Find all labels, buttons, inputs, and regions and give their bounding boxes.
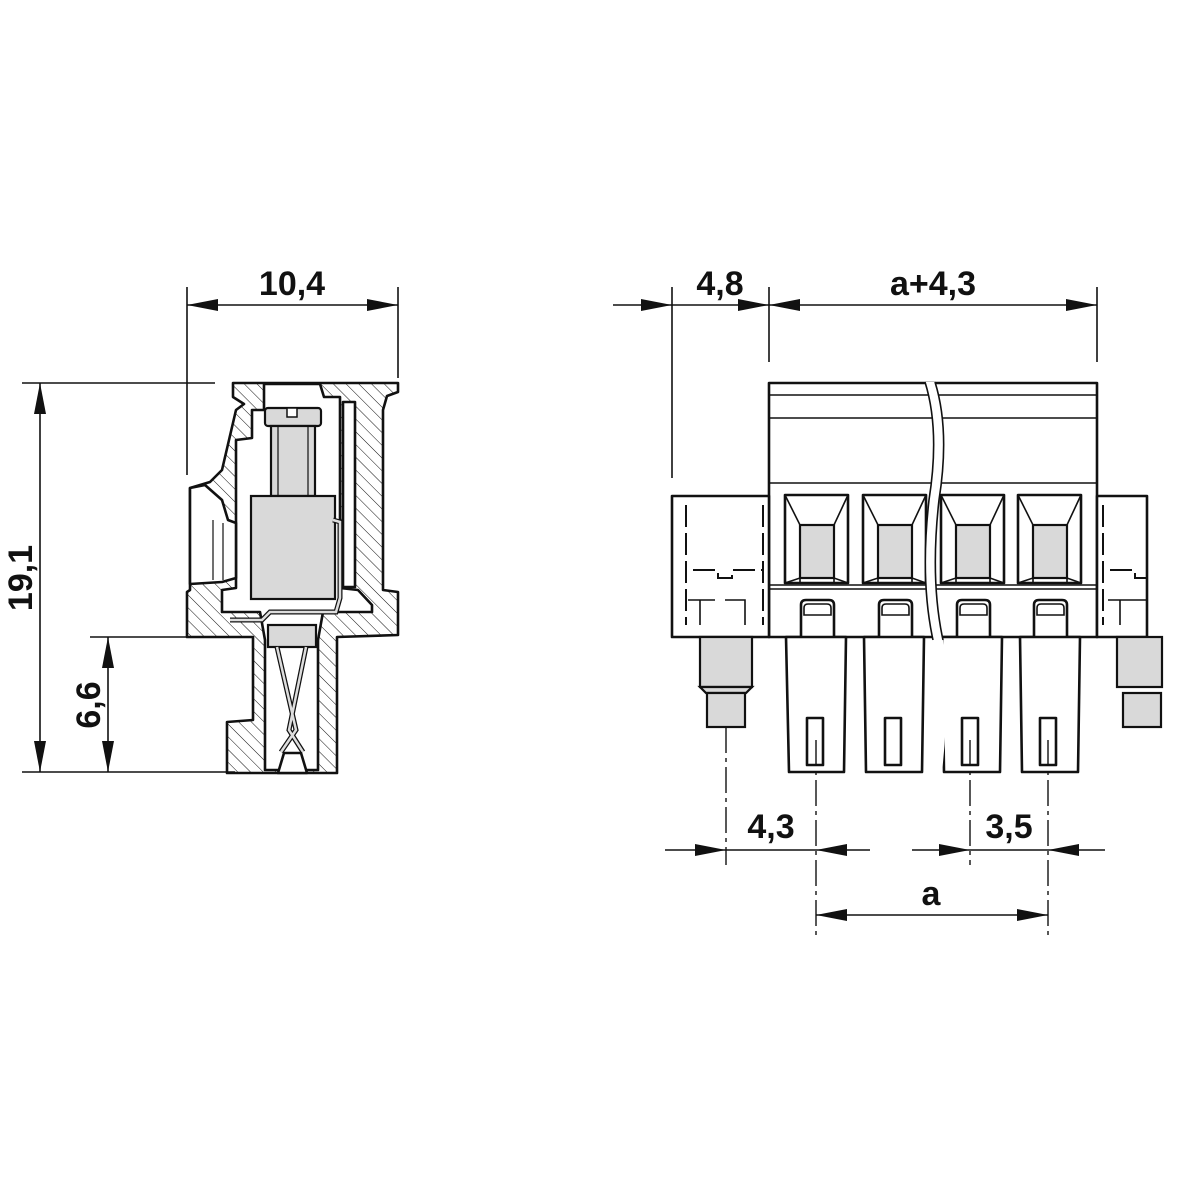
left-pin-lower — [705, 691, 747, 729]
pin-slot — [883, 716, 903, 767]
arrow-icon — [816, 844, 847, 856]
plug-tongue — [1018, 635, 1082, 774]
arrow-icon — [769, 299, 800, 311]
arrow-icon — [187, 299, 218, 311]
arrow-icon — [102, 637, 114, 668]
side-section-view — [185, 381, 400, 775]
front-view — [670, 381, 1164, 774]
arrow-icon — [939, 844, 970, 856]
dimension-pin-offset-label: 4,3 — [747, 808, 794, 846]
latch — [1032, 598, 1069, 637]
right-pin-lower — [1121, 691, 1163, 729]
wire-entry — [876, 523, 914, 580]
front-dimensions: 4,8 a+4,3 4,3 3,5 a — [613, 265, 1105, 935]
arrow-icon — [34, 383, 46, 414]
clamp-sleeve — [249, 494, 337, 601]
release-slot — [341, 400, 357, 589]
dimension-span-label: a — [922, 875, 942, 913]
hidden-lines — [685, 505, 1147, 625]
latch — [799, 598, 836, 637]
arrow-icon — [695, 844, 726, 856]
arrow-icon — [1017, 909, 1048, 921]
dimension-pin-height-label: 6,6 — [70, 681, 108, 728]
plug-tongue — [862, 635, 926, 774]
wire-entry — [954, 523, 992, 580]
dimension-length-label: a+4,3 — [890, 265, 976, 303]
side-dimensions: 10,4 19,1 6,6 — [2, 265, 399, 773]
terminal-2 — [861, 493, 928, 774]
dimension-width-label: 10,4 — [259, 265, 325, 303]
wire-entry — [798, 523, 836, 580]
arrow-icon — [102, 741, 114, 772]
right-pin-upper — [1115, 635, 1164, 689]
arrow-icon — [641, 299, 672, 311]
break-line — [934, 381, 945, 641]
wire-entry — [1031, 523, 1069, 580]
screw-slot — [286, 407, 298, 418]
break-line — [924, 381, 935, 641]
terminal-1 — [783, 493, 850, 774]
terminal-3 — [939, 493, 1006, 774]
left-pin-upper — [698, 635, 754, 689]
dimension-pitch-label: 3,5 — [985, 808, 1032, 846]
plug-tongue — [784, 635, 848, 774]
spring-base — [266, 623, 318, 649]
arrow-icon — [367, 299, 398, 311]
dimension-flange-label: 4,8 — [696, 265, 743, 303]
pin-entry — [276, 751, 309, 775]
arrow-icon — [34, 741, 46, 772]
latch — [955, 598, 992, 637]
arrow-icon — [816, 909, 847, 921]
arrow-icon — [1048, 844, 1079, 856]
arrow-icon — [738, 299, 769, 311]
right-flange — [1095, 494, 1149, 639]
pin-slot — [805, 716, 825, 767]
dimension-height-label: 19,1 — [2, 545, 40, 611]
arrow-icon — [1066, 299, 1097, 311]
latch — [877, 598, 914, 637]
